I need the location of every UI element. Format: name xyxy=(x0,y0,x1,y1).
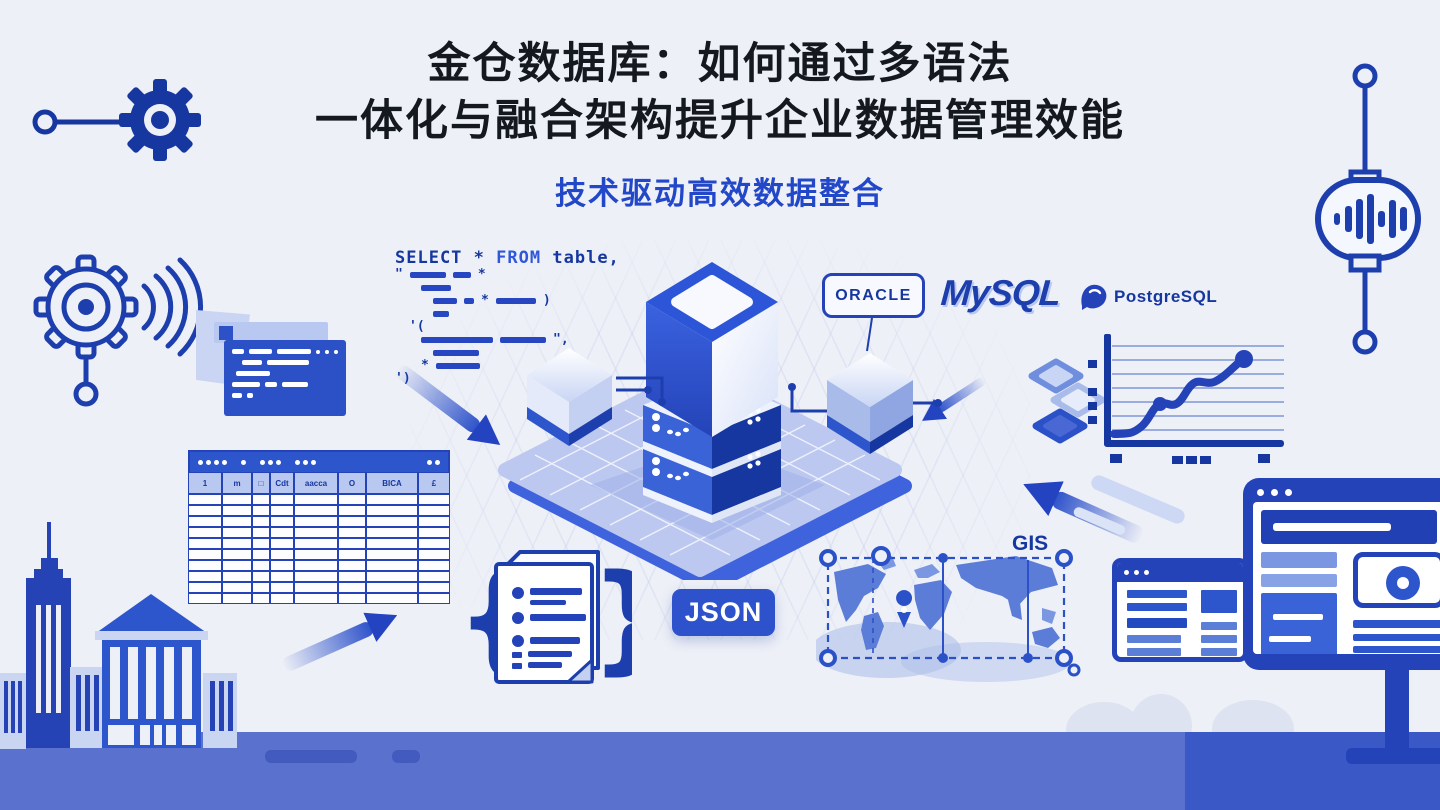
gear-signal-icon xyxy=(33,254,204,407)
monitor-screen xyxy=(1253,502,1440,654)
table-row xyxy=(188,527,450,538)
gear-icon xyxy=(119,79,201,161)
table-row xyxy=(188,494,450,505)
page-title-line1: 金仓数据库：如何通过多语法 xyxy=(427,40,1013,88)
postgresql-elephant-icon xyxy=(1081,284,1107,310)
json-document-icon: { } xyxy=(462,548,632,686)
city-skyline xyxy=(0,522,237,749)
sql-snippet: SELECT * FROM table, "* *) '( ", * ') xyxy=(395,248,655,385)
central-database-illustration xyxy=(498,262,942,580)
table-row xyxy=(188,516,450,527)
monitor-banner xyxy=(1261,510,1437,544)
gis-label: GIS xyxy=(1012,532,1048,555)
monitor-media-card xyxy=(1353,552,1440,608)
table-row xyxy=(188,560,450,571)
left-cube xyxy=(527,348,612,446)
table-row xyxy=(188,505,450,516)
mini-browser-window xyxy=(1112,558,1248,662)
mini-browser-titlebar xyxy=(1117,563,1243,582)
oracle-logo: ORACLE xyxy=(822,273,925,318)
band-pill xyxy=(392,750,420,763)
monitor-window xyxy=(1243,478,1440,670)
table-row xyxy=(188,538,450,549)
right-wing xyxy=(203,673,237,748)
gis-map: GIS xyxy=(816,532,1081,682)
connector-lines xyxy=(616,317,936,413)
json-badge: JSON xyxy=(672,589,775,636)
left-wing xyxy=(70,667,104,748)
panel-bar-decoration xyxy=(214,322,328,343)
waveform-capsule-icon xyxy=(1315,63,1421,355)
table-row xyxy=(188,593,450,604)
page-title-line2: 一体化与融合架构提升企业数据管理效能 xyxy=(315,96,1125,145)
arrow-table-to-doc xyxy=(276,601,403,681)
classical-building xyxy=(95,594,208,748)
headline-block: 金仓数据库：如何通过多语法 一体化与融合架构提升企业数据管理效能 技术驱动高效数… xyxy=(0,36,1440,213)
sql-line: SELECT * FROM table, xyxy=(395,248,620,268)
table-row xyxy=(188,571,450,582)
band-pill xyxy=(265,750,357,763)
table-row xyxy=(188,549,450,560)
media-circle-icon xyxy=(1386,566,1420,600)
monitor-titlebar-dots xyxy=(1253,484,1440,502)
page-subtitle: 技术驱动高效数据整合 xyxy=(555,175,885,211)
mysql-logo: MySQL xyxy=(939,272,1062,313)
table-title-strip xyxy=(188,450,450,472)
right-cube xyxy=(827,353,913,454)
panel-square-icon xyxy=(219,326,233,340)
map-pin-icon xyxy=(896,590,913,628)
monitor-stand xyxy=(1385,666,1409,752)
data-table-body xyxy=(188,494,450,604)
monitor-base xyxy=(1346,748,1440,764)
postgresql-logo: PostgreSQL xyxy=(1078,280,1217,314)
signal-waves-icon xyxy=(141,257,204,357)
database-cube xyxy=(646,262,778,437)
growth-line-chart xyxy=(1088,334,1284,464)
code-card xyxy=(224,340,346,416)
table-row xyxy=(188,582,450,593)
gear-connector-icon xyxy=(32,79,201,161)
